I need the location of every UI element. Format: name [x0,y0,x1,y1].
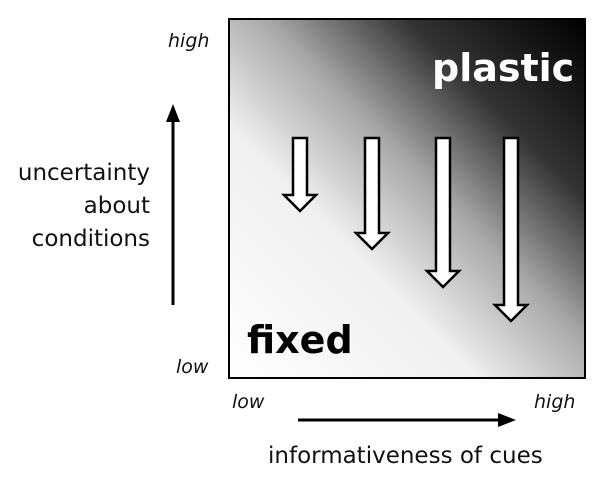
x-axis-high-tick: high [534,391,576,413]
y-axis-arrow [166,104,180,305]
y-axis-high-tick: high [168,30,210,52]
x-axis-arrow [298,413,516,427]
y-axis-low-tick: low [176,356,209,378]
arrow-2 [352,136,392,251]
x-axis-label: informativeness of cues [268,443,543,469]
arrow-1 [280,136,320,213]
arrow-4 [491,136,531,323]
down-arrows [280,136,531,323]
x-axis-low-tick: low [232,391,265,413]
y-axis-label-line-1: uncertainty [17,160,150,186]
y-axis-label: uncertainty about conditions [0,157,150,256]
region-plastic-label: plastic [432,46,575,90]
y-axis-label-line-3: conditions [31,226,150,252]
y-axis-label-line-2: about [83,193,150,219]
arrow-3 [423,136,463,289]
region-fixed-label: fixed [247,318,353,362]
